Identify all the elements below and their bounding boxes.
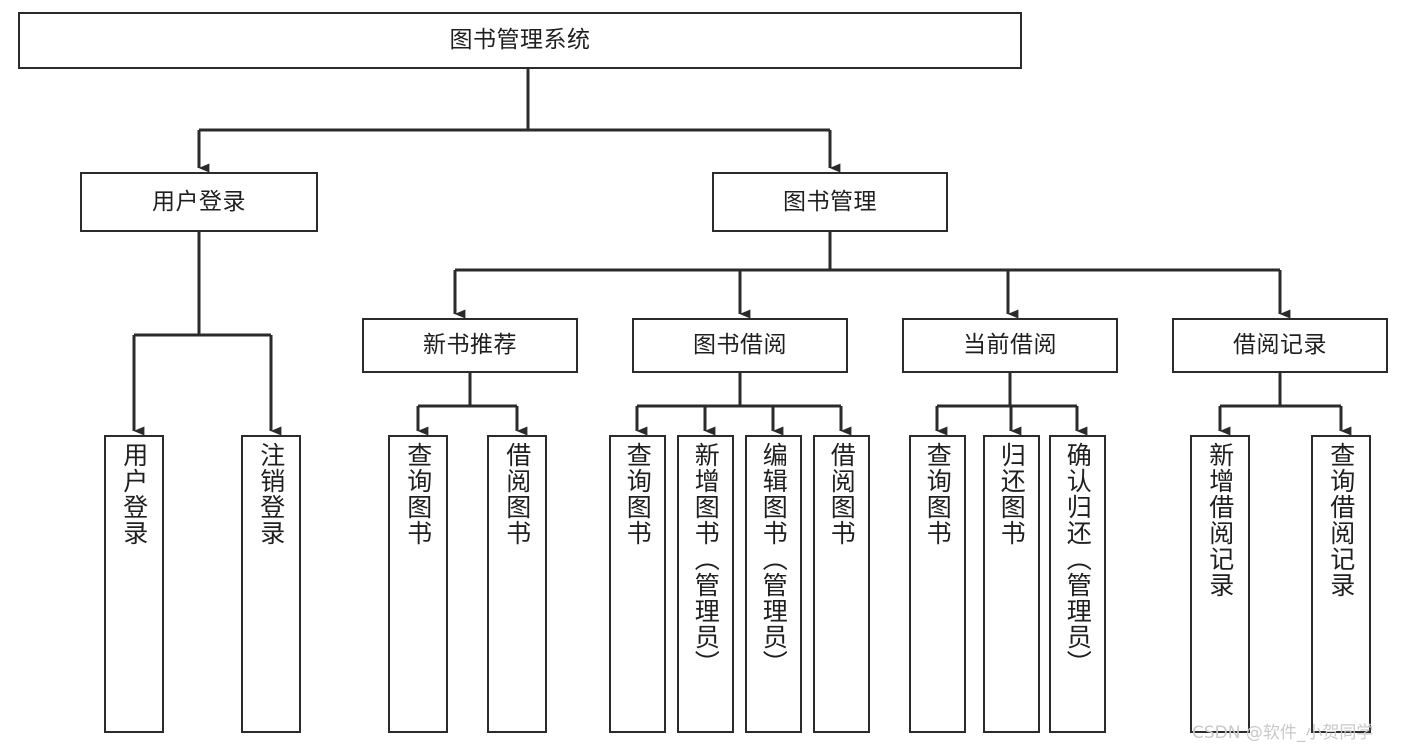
node-user-login-label: 用户登录: [152, 188, 246, 215]
leaf-node-label: 确认归还（管理员）: [1063, 442, 1093, 676]
node-book-borrow-label: 图书借阅: [693, 332, 787, 359]
leaf-node-label: 查询图书: [923, 442, 953, 546]
leaf-node[interactable]: 借阅图书: [813, 435, 870, 733]
leaf-node-label: 借阅图书: [827, 442, 857, 546]
node-borrow-record[interactable]: 借阅记录: [1172, 318, 1388, 373]
leaf-node[interactable]: 用户登录: [104, 435, 164, 733]
leaf-node[interactable]: 查询图书: [909, 435, 966, 733]
node-book-management-label: 图书管理: [783, 188, 877, 215]
node-current-borrow-label: 当前借阅: [963, 332, 1057, 359]
leaf-node[interactable]: 确认归还（管理员）: [1049, 435, 1106, 733]
node-new-book-recommend-label: 新书推荐: [423, 332, 517, 359]
node-book-borrow[interactable]: 图书借阅: [632, 318, 848, 373]
leaf-node-label: 用户登录: [119, 442, 149, 546]
leaf-node[interactable]: 查询图书: [388, 435, 448, 733]
node-current-borrow[interactable]: 当前借阅: [902, 318, 1118, 373]
csdn-watermark: CSDN @软件_小贺同学: [1192, 723, 1374, 743]
leaf-node[interactable]: 归还图书: [983, 435, 1040, 733]
node-book-management[interactable]: 图书管理: [712, 172, 948, 232]
leaf-node-label: 查询图书: [623, 442, 653, 546]
leaf-node[interactable]: 新增借阅记录: [1190, 435, 1250, 733]
leaf-node-label: 新增借阅记录: [1205, 442, 1235, 598]
leaf-node-label: 借阅图书: [502, 442, 532, 546]
leaf-node[interactable]: 新增图书（管理员）: [677, 435, 734, 733]
leaf-node-label: 查询借阅记录: [1326, 442, 1356, 598]
leaf-node-label: 编辑图书（管理员）: [759, 442, 789, 676]
leaf-node[interactable]: 查询借阅记录: [1311, 435, 1371, 733]
leaf-node-label: 注销登录: [256, 442, 286, 546]
leaf-node-label: 归还图书: [997, 442, 1027, 546]
leaf-node[interactable]: 借阅图书: [487, 435, 547, 733]
leaf-node[interactable]: 编辑图书（管理员）: [745, 435, 802, 733]
leaf-node[interactable]: 查询图书: [609, 435, 666, 733]
leaf-node-label: 查询图书: [403, 442, 433, 546]
node-root[interactable]: 图书管理系统: [18, 12, 1022, 69]
leaf-node-label: 新增图书（管理员）: [691, 442, 721, 676]
leaf-node[interactable]: 注销登录: [241, 435, 301, 733]
node-new-book-recommend[interactable]: 新书推荐: [362, 318, 578, 373]
node-root-label: 图书管理系统: [449, 27, 591, 54]
node-borrow-record-label: 借阅记录: [1233, 332, 1327, 359]
node-user-login[interactable]: 用户登录: [80, 172, 318, 232]
